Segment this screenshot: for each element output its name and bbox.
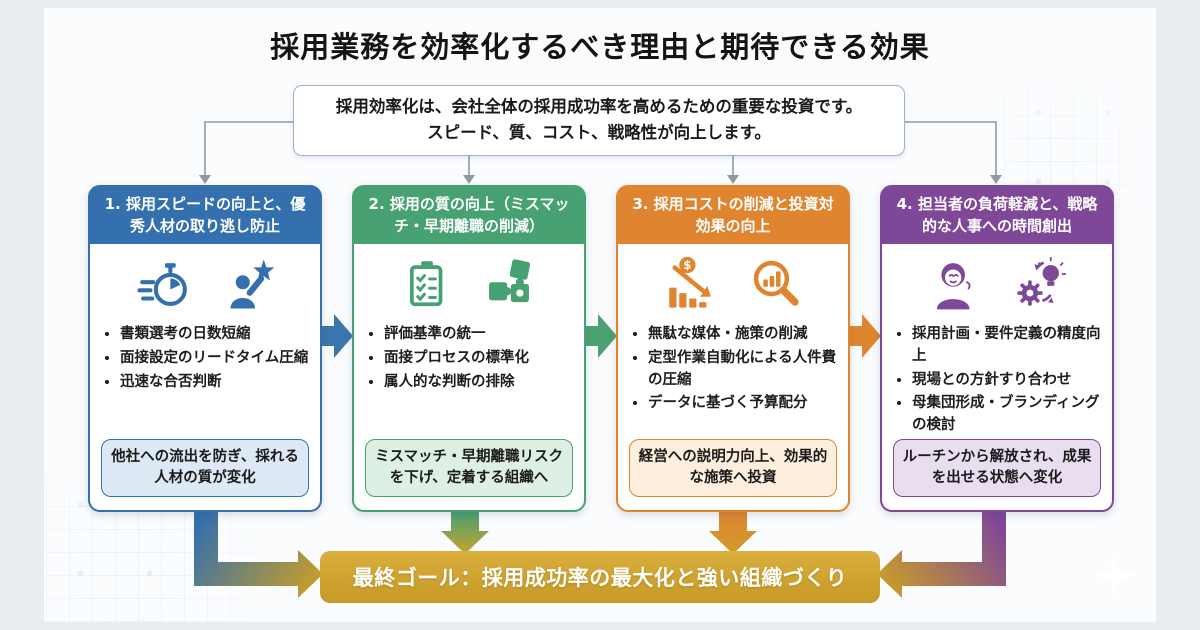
checklist-clipboard-icon xyxy=(409,261,443,307)
gear-lightbulb-icon xyxy=(1017,256,1067,306)
card-workload: 4. 担当者の負荷軽減と、戦略的な人事への時間創出 xyxy=(880,185,1114,512)
card-quality: 2. 採用の質の向上（ミスマッチ・早期離職の削減） xyxy=(352,185,586,512)
card-workload-header: 4. 担当者の負荷軽減と、戦略的な人事への時間創出 xyxy=(882,187,1112,244)
list-item: 現場との方針すり合わせ xyxy=(912,370,1102,392)
speed-stopwatch-icon xyxy=(137,263,187,306)
list-item: 評価基準の統一 xyxy=(384,324,574,346)
card-cost-outcome: 経営への説明力向上、効果的な施策へ投資 xyxy=(629,438,837,497)
list-item: 面接設定のリードタイム圧縮 xyxy=(120,348,310,370)
list-item: 迅速な合否判断 xyxy=(120,372,310,394)
person-reaching-star-icon xyxy=(230,259,275,309)
card-cost-bullets: 無駄な媒体・施策の削減 定型作業自動化による人件費の圧縮 データに基づく予算配分 xyxy=(632,324,838,415)
list-item: データに基づく予算配分 xyxy=(648,393,838,415)
card-cost-icons: $ xyxy=(618,250,848,318)
card-quality-outcome: ミスマッチ・早期離職リスクを下げ、定着する組織へ xyxy=(365,438,573,497)
list-item: 定型作業自動化による人件費の圧縮 xyxy=(648,348,838,392)
card-speed-header: 1. 採用スピードの向上と、優秀人材の取り逃し防止 xyxy=(90,187,320,244)
list-item: 属人的な判断の排除 xyxy=(384,372,574,394)
list-item: 面接プロセスの標準化 xyxy=(384,348,574,370)
card-speed: 1. 採用スピードの向上と、優秀人材の取り逃し防止 書類選考の日数短縮 面接設定 xyxy=(88,185,322,512)
card-workload-outcome: ルーチンから解放され、成果を出せる状態へ変化 xyxy=(893,438,1101,497)
magnifier-analytics-icon xyxy=(753,260,799,306)
list-item: 採用計画・要件定義の精度向上 xyxy=(912,324,1102,368)
card-quality-bullets: 評価基準の統一 面接プロセスの標準化 属人的な判断の排除 xyxy=(368,324,574,393)
svg-text:$: $ xyxy=(683,258,691,272)
card-speed-bullets: 書類選考の日数短縮 面接設定のリードタイム圧縮 迅速な合否判断 xyxy=(104,324,310,393)
final-goal-banner: 最終ゴール：採用成功率の最大化と強い組織づくり xyxy=(320,551,880,603)
list-item: 書類選考の日数短縮 xyxy=(120,324,310,346)
intro-callout: 採用効率化は、会社全体の採用成功率を高めるための重要な投資です。 スピード、質、… xyxy=(293,85,905,156)
relieved-person-icon xyxy=(936,263,971,310)
card-quality-icons xyxy=(354,250,584,318)
card-cost-header: 3. 採用コストの削減と投資対効果の向上 xyxy=(618,187,848,244)
cost-down-chart-icon: $ xyxy=(669,256,711,308)
page-title: 採用業務を効率化するべき理由と期待できる効果 xyxy=(270,30,930,64)
card-speed-outcome: 他社への流出を防ぎ、採れる人材の質が変化 xyxy=(101,438,309,497)
card-workload-icons xyxy=(882,250,1112,318)
list-item: 母集団形成・ブランディングの検討 xyxy=(912,393,1102,437)
card-workload-bullets: 採用計画・要件定義の精度向上 現場との方針すり合わせ 母集団形成・ブランディング… xyxy=(896,324,1102,437)
card-speed-icons xyxy=(90,250,320,318)
list-item: 無駄な媒体・施策の削減 xyxy=(648,324,838,346)
intro-line-2: スピード、質、コスト、戦略性が向上します。 xyxy=(427,123,771,143)
puzzle-pieces-icon xyxy=(489,259,531,303)
intro-line-1: 採用効率化は、会社全体の採用成功率を高めるための重要な投資です。 xyxy=(335,97,863,116)
card-cost: 3. 採用コストの削減と投資対効果の向上 $ xyxy=(616,185,850,512)
card-quality-header: 2. 採用の質の向上（ミスマッチ・早期離職の削減） xyxy=(354,187,584,244)
